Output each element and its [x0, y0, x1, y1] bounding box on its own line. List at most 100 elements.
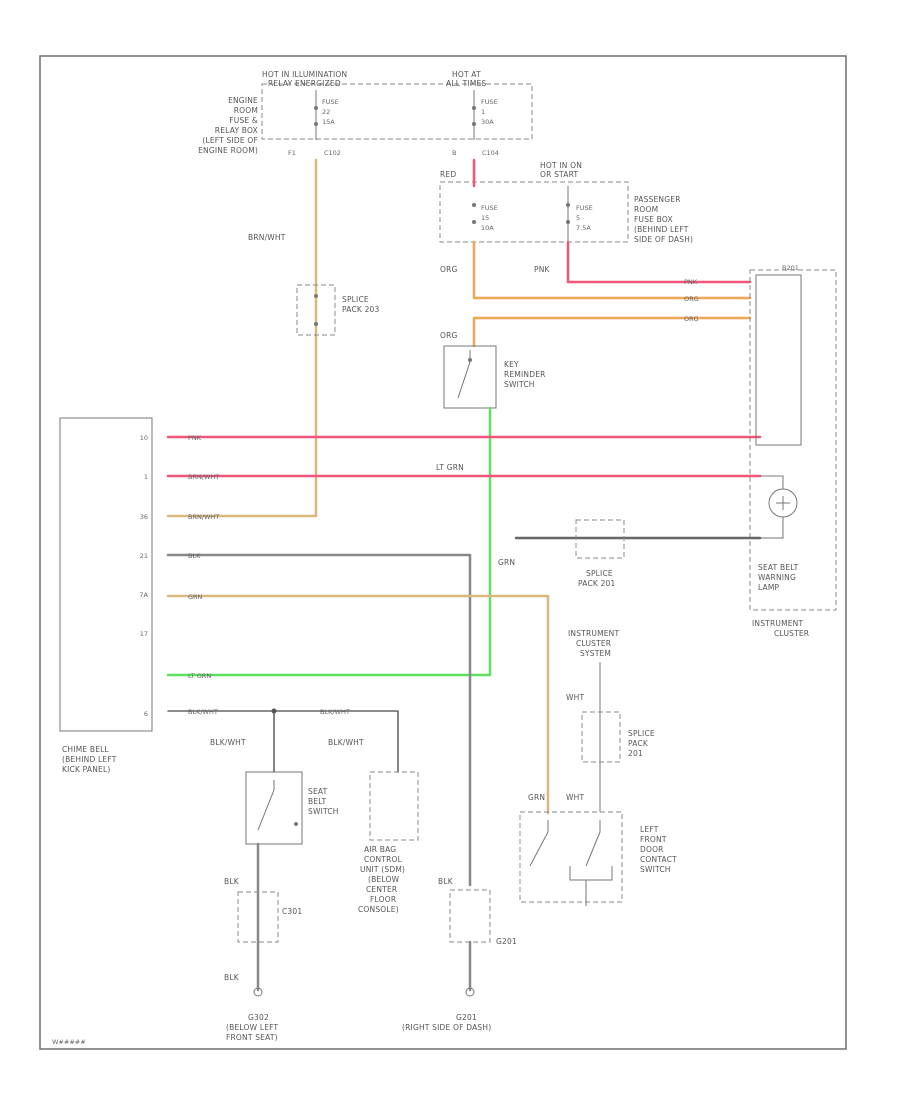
svg-text:RELAY BOX: RELAY BOX [215, 126, 258, 135]
svg-text:CHIME BELL: CHIME BELL [62, 745, 110, 754]
svg-text:10: 10 [140, 434, 148, 442]
svg-text:CONTROL: CONTROL [364, 855, 403, 864]
svg-text:FLOOR: FLOOR [370, 895, 396, 904]
wire-lt-grn [166, 406, 492, 677]
splice-pack-201b [581, 711, 621, 763]
c104-connector: C104 [482, 149, 499, 157]
svg-text:FUSE BOX: FUSE BOX [634, 215, 673, 224]
svg-text:LAMP: LAMP [758, 583, 780, 592]
cluster-org-label: ORG [684, 295, 699, 303]
svg-text:SPLICE: SPLICE [628, 729, 655, 738]
wire-brn-wht-vertical [166, 158, 318, 518]
b-pin: B [452, 149, 456, 157]
splice-201-label: SPLICE PACK 201 [578, 569, 616, 588]
svg-text:CONTACT: CONTACT [640, 855, 677, 864]
svg-text:7A: 7A [139, 591, 148, 599]
airbag-control-unit [369, 771, 419, 841]
fuse-5-number: 5 [576, 214, 580, 222]
door-switch-label: LEFT FRONT DOOR CONTACT SWITCH [640, 825, 677, 874]
instrument-cluster-label: INSTRUMENT CLUSTER [752, 619, 809, 638]
org-label: ORG [440, 265, 458, 274]
fuse-22-label: FUSE [322, 98, 339, 106]
chime-blk-wht-label: BLK/WHT [188, 708, 218, 716]
svg-text:FRONT SEAT): FRONT SEAT) [226, 1033, 278, 1042]
wire-org-fuse15 [472, 240, 752, 300]
splice-201b-label: SPLICE PACK 201 [628, 729, 655, 758]
splice-pack-203 [296, 284, 336, 336]
pnk-label: PNK [534, 265, 551, 274]
wht-label: WHT [566, 693, 584, 702]
blk-wht-label: BLK/WHT [210, 738, 246, 747]
svg-text:PACK 201: PACK 201 [578, 579, 616, 588]
svg-text:ENGINE: ENGINE [228, 96, 258, 105]
passenger-fuse-box-label: PASSENGER ROOM FUSE BOX (BEHIND LEFT SID… [634, 195, 693, 244]
door-grn-label: GRN [528, 793, 545, 802]
c102-connector: C102 [324, 149, 341, 157]
seat-belt-lamp-label: SEAT BELT WARNING LAMP [758, 563, 798, 592]
wire-blk-wht-chime [167, 710, 399, 773]
svg-text:SPLICE: SPLICE [586, 569, 613, 578]
svg-text:LEFT: LEFT [640, 825, 659, 834]
blk-label: BLK [224, 877, 240, 886]
svg-text:KICK PANEL): KICK PANEL) [62, 765, 111, 774]
org-label-2: ORG [440, 331, 458, 340]
chime-pnk-label: PNK [188, 434, 202, 442]
fuse-15-icon [472, 203, 476, 207]
svg-text:BELT: BELT [308, 797, 327, 806]
connector-c301 [237, 891, 279, 943]
chime-brn-wht-label: BRN/WHT [188, 473, 219, 481]
chime-brn-wht-label-2: BRN/WHT [188, 513, 219, 521]
svg-text:1: 1 [144, 473, 148, 481]
chime-grn-label: GRN [188, 593, 203, 601]
svg-text:(BELOW LEFT: (BELOW LEFT [226, 1023, 279, 1032]
key-switch-label: KEY REMINDER SWITCH [504, 360, 545, 389]
splice-g201 [449, 889, 491, 943]
svg-text:ROOM: ROOM [234, 106, 258, 115]
passenger-fuse-box [439, 181, 629, 243]
fuse-1-number: 1 [481, 108, 485, 116]
f1-pin: F1 [288, 149, 296, 157]
blk-wht-label-2: BLK/WHT [328, 738, 364, 747]
wire-org-key [472, 316, 752, 348]
svg-text:ROOM: ROOM [634, 205, 658, 214]
instrument-cluster-box [749, 269, 837, 611]
chime-lt-grn-label: LT GRN [188, 672, 211, 680]
ground-g302-label: G302 (BELOW LEFT FRONT SEAT) [226, 1013, 279, 1042]
chime-bell-module [59, 417, 153, 732]
chime-pin-labels: 10 1 36 21 7A 17 6 [139, 434, 148, 718]
hot-illum-label-2: RELAY ENERGIZED [268, 79, 341, 88]
fuse-5-icon [566, 203, 570, 207]
svg-text:6: 6 [144, 710, 148, 718]
splice-203-label-2: PACK 203 [342, 305, 380, 314]
blk-label-2: BLK [224, 973, 240, 982]
svg-text:SYSTEM: SYSTEM [580, 649, 611, 658]
svg-text:(RIGHT SIDE OF DASH): (RIGHT SIDE OF DASH) [402, 1023, 491, 1032]
hot-run-label: HOT IN ON [540, 161, 582, 170]
fuse-22-number: 22 [322, 108, 330, 116]
ground-g201-icon [465, 987, 475, 997]
svg-text:17: 17 [140, 630, 148, 638]
wht-label-2: WHT [566, 793, 584, 802]
svg-text:DOOR: DOOR [640, 845, 664, 854]
fuse-5-rating: 7.5A [576, 224, 591, 232]
svg-text:INSTRUMENT: INSTRUMENT [568, 629, 619, 638]
svg-text:SWITCH: SWITCH [504, 380, 535, 389]
engine-room-fuse-box-label: ENGINE ROOM FUSE & RELAY BOX (LEFT SIDE … [198, 96, 258, 155]
cluster-org-label-2: ORG [684, 315, 699, 323]
svg-text:36: 36 [140, 513, 148, 521]
svg-text:PASSENGER: PASSENGER [634, 195, 681, 204]
ground-g302-icon [253, 987, 263, 997]
svg-text:CONSOLE): CONSOLE) [358, 905, 399, 914]
fuse-15-rating: 10A [481, 224, 494, 232]
red-wire-label: RED [440, 170, 456, 179]
diagram-id: W##### [52, 1038, 86, 1046]
fuse-1-icon [472, 106, 476, 110]
svg-text:(BEHIND LEFT: (BEHIND LEFT [634, 225, 689, 234]
svg-text:SEAT: SEAT [308, 787, 328, 796]
svg-text:KEY: KEY [504, 360, 519, 369]
cluster-pnk-label: PNK [684, 278, 698, 286]
svg-text:CENTER: CENTER [366, 885, 397, 894]
hot-illum-label: HOT IN ILLUMINATION [262, 70, 347, 79]
c301-label: C301 [282, 907, 302, 916]
